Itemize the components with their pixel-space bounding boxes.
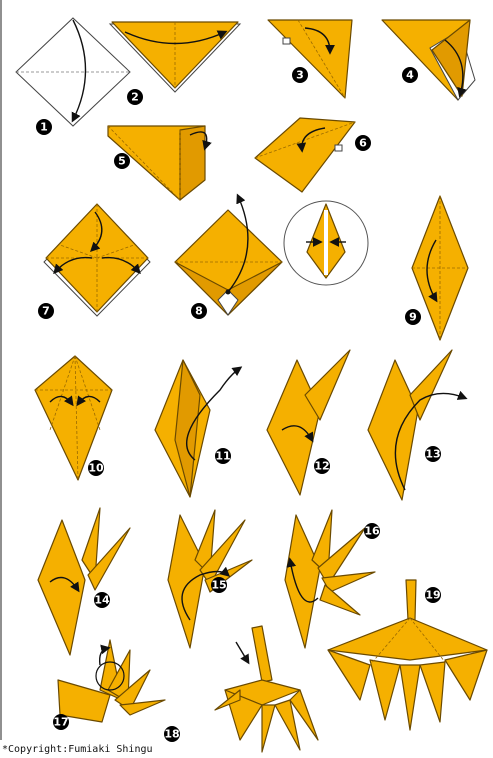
step-7-figure [44,204,150,316]
svg-text:12: 12 [314,460,329,473]
svg-text:14: 14 [94,594,110,607]
svg-text:13: 13 [425,448,440,461]
step-badge-10: 10 [88,460,104,476]
svg-text:15: 15 [211,579,226,592]
svg-text:2: 2 [131,91,139,104]
step-badge-8: 8 [191,303,207,319]
step-3-figure [268,20,352,98]
step-badge-19: 19 [425,587,441,603]
step-16-figure [285,510,375,648]
step-badge-14: 14 [94,592,110,608]
svg-text:19: 19 [425,589,440,602]
step-badge-3: 3 [292,67,308,83]
zoom-detail [284,201,368,285]
step-badge-1: 1 [36,119,52,135]
step-badge-17: 17 [53,714,69,730]
step-12-figure [267,350,350,495]
svg-text:9: 9 [409,311,417,324]
step-15-figure [168,510,252,648]
copyright-notice: *Copyright:Fumiaki Shingu [2,744,153,755]
svg-text:18: 18 [164,728,179,741]
step-badge-18: 18 [164,726,180,742]
step-badge-13: 13 [425,446,441,462]
step-badge-9: 9 [405,309,421,325]
step-19-figure [328,580,487,730]
svg-text:8: 8 [195,305,203,318]
svg-text:16: 16 [364,525,380,538]
step-8-figure [175,196,282,315]
svg-text:7: 7 [42,305,50,318]
step-badge-4: 4 [402,67,418,83]
step-18-figure [215,626,318,752]
step-badge-16: 16 [364,523,380,539]
svg-text:4: 4 [406,69,414,82]
step-badge-5: 5 [114,153,130,169]
step-11-figure [155,360,240,497]
step-1-figure [16,18,130,126]
svg-text:17: 17 [53,716,68,729]
step-14-figure [38,508,130,655]
svg-text:5: 5 [118,155,126,168]
step-badge-11: 11 [215,448,231,464]
step-4-figure [382,20,475,100]
step-17-figure [58,640,165,722]
step-2-figure [110,22,240,92]
step-6-figure [255,118,355,192]
svg-text:11: 11 [215,450,230,463]
svg-text:6: 6 [359,137,367,150]
step-badge-7: 7 [38,303,54,319]
svg-text:10: 10 [88,462,104,475]
svg-text:3: 3 [296,69,304,82]
step-badge-15: 15 [211,577,227,593]
step-badge-2: 2 [127,89,143,105]
step-badge-6: 6 [355,135,371,151]
step-badge-12: 12 [314,458,330,474]
step-13-figure [368,350,465,500]
svg-text:1: 1 [40,121,48,134]
